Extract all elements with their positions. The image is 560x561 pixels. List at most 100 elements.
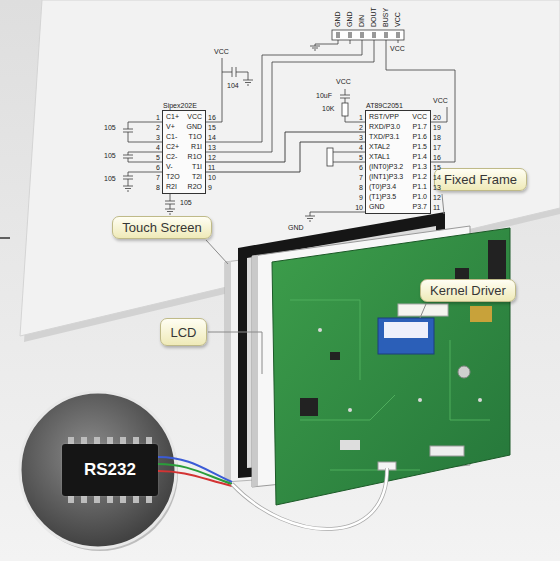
value-label: 10uF [316, 92, 332, 99]
chip-pins [133, 437, 139, 444]
lcd-edge [252, 255, 258, 487]
pin-number: 7 [359, 174, 363, 181]
rs232-zoom [20, 392, 387, 551]
pin-name: T2I [192, 172, 202, 182]
display-window [384, 322, 428, 338]
chip-name: AT89C2051 [366, 101, 403, 110]
pin-number: 19 [433, 124, 441, 131]
pin-name: C1- [166, 132, 177, 142]
pin-name: P3.7 [413, 202, 427, 212]
chip-pins [120, 496, 126, 503]
value-label: 105 [180, 199, 192, 206]
pin-number: 16 [433, 154, 441, 161]
capacitor-symbol [123, 152, 162, 162]
pin-name: R2I [166, 182, 177, 192]
cable [232, 468, 387, 529]
pin-number: 9 [208, 184, 212, 191]
via-dot [478, 398, 482, 402]
pin-name: T1O [188, 132, 202, 142]
chip-pins [81, 437, 87, 444]
chip-pins [107, 437, 113, 444]
ic-part [330, 352, 340, 360]
chip-name: Sipex202E [163, 101, 197, 110]
pin-name: C1+ [166, 112, 179, 122]
component-part [340, 440, 360, 450]
callout-tag: Touch Screen [112, 216, 212, 239]
pcb-board [272, 228, 510, 505]
callout-text: LCD [170, 325, 196, 340]
net-label: VCC [390, 45, 405, 52]
pin-name: C2+ [166, 142, 179, 152]
zoom-circle [20, 392, 176, 548]
chip-label: RS232 [84, 460, 136, 480]
reset-network [340, 89, 365, 122]
value-label: 105 [104, 124, 116, 131]
pin-number: 7 [156, 174, 160, 181]
leader-lines [206, 194, 444, 374]
pin-name: V+ [166, 122, 175, 132]
pin-name: R2O [188, 182, 202, 192]
pin-name: C2- [166, 152, 177, 162]
pcb-trace [290, 300, 490, 470]
power-wire [431, 107, 447, 122]
pin-name: P1.0 [413, 192, 427, 202]
chip-pins [81, 496, 87, 503]
header-pin [348, 32, 352, 38]
pin-name: R1O [188, 152, 202, 162]
pin-number: 15 [433, 164, 441, 171]
callout-tag: Fixed Frame [434, 168, 527, 191]
green-wire [158, 464, 232, 484]
signal-wire [206, 40, 362, 142]
net-label: VCC [214, 48, 229, 55]
net-label: VCC [336, 78, 351, 85]
resistor-symbol [342, 103, 348, 116]
pin-name: P1.1 [413, 182, 427, 192]
buzzer-part [458, 366, 470, 378]
value-label: 105 [104, 175, 116, 182]
pin-number: 10 [208, 174, 216, 181]
header-pin [372, 32, 376, 38]
pin-name: T2O [166, 172, 180, 182]
pin-name: V- [166, 162, 173, 172]
pin-number: 3 [156, 134, 160, 141]
schematic-wires [123, 30, 455, 221]
pin-number: 8 [359, 184, 363, 191]
connector-part [430, 446, 464, 456]
pin-number: 12 [208, 154, 216, 161]
via-dot [318, 328, 322, 332]
power-wire [206, 58, 222, 122]
net-label: GND [288, 224, 304, 231]
pin-label: DOUT [370, 7, 377, 27]
pin-name: RXD/P3.0 [369, 122, 400, 132]
chip-pins [68, 496, 74, 503]
chip-pins [94, 437, 100, 444]
pin-name: P1.7 [413, 122, 427, 132]
ground-wire [310, 40, 350, 50]
signal-wire [206, 40, 374, 152]
chip-pins [94, 496, 100, 503]
pin-name: VCC [187, 112, 202, 122]
pin-name: RST/VPP [369, 112, 399, 122]
pin-number: 11 [208, 164, 215, 171]
pin-number: 9 [359, 194, 363, 201]
pin-name: P1.2 [413, 172, 427, 182]
pin-number: 14 [433, 174, 441, 181]
pin-number: 2 [359, 124, 363, 131]
pin-name: TXD/P3.1 [369, 132, 399, 142]
pin-number: 20 [433, 114, 441, 121]
callout-tag: LCD [160, 318, 207, 346]
pin-number: 18 [433, 134, 441, 141]
ground-wire [305, 212, 365, 221]
header-pin [384, 32, 388, 38]
pin-name: XTAL1 [369, 152, 390, 162]
pin-number: 4 [156, 144, 160, 151]
pin-name: (INT0)P3.2 [369, 162, 403, 172]
pin-number: 12 [433, 194, 441, 201]
net-label: VCC [433, 97, 448, 104]
pin-header [332, 30, 404, 40]
via-dot [348, 408, 352, 412]
pin-number: 2 [156, 124, 160, 131]
pin-name: P1.3 [413, 162, 427, 172]
